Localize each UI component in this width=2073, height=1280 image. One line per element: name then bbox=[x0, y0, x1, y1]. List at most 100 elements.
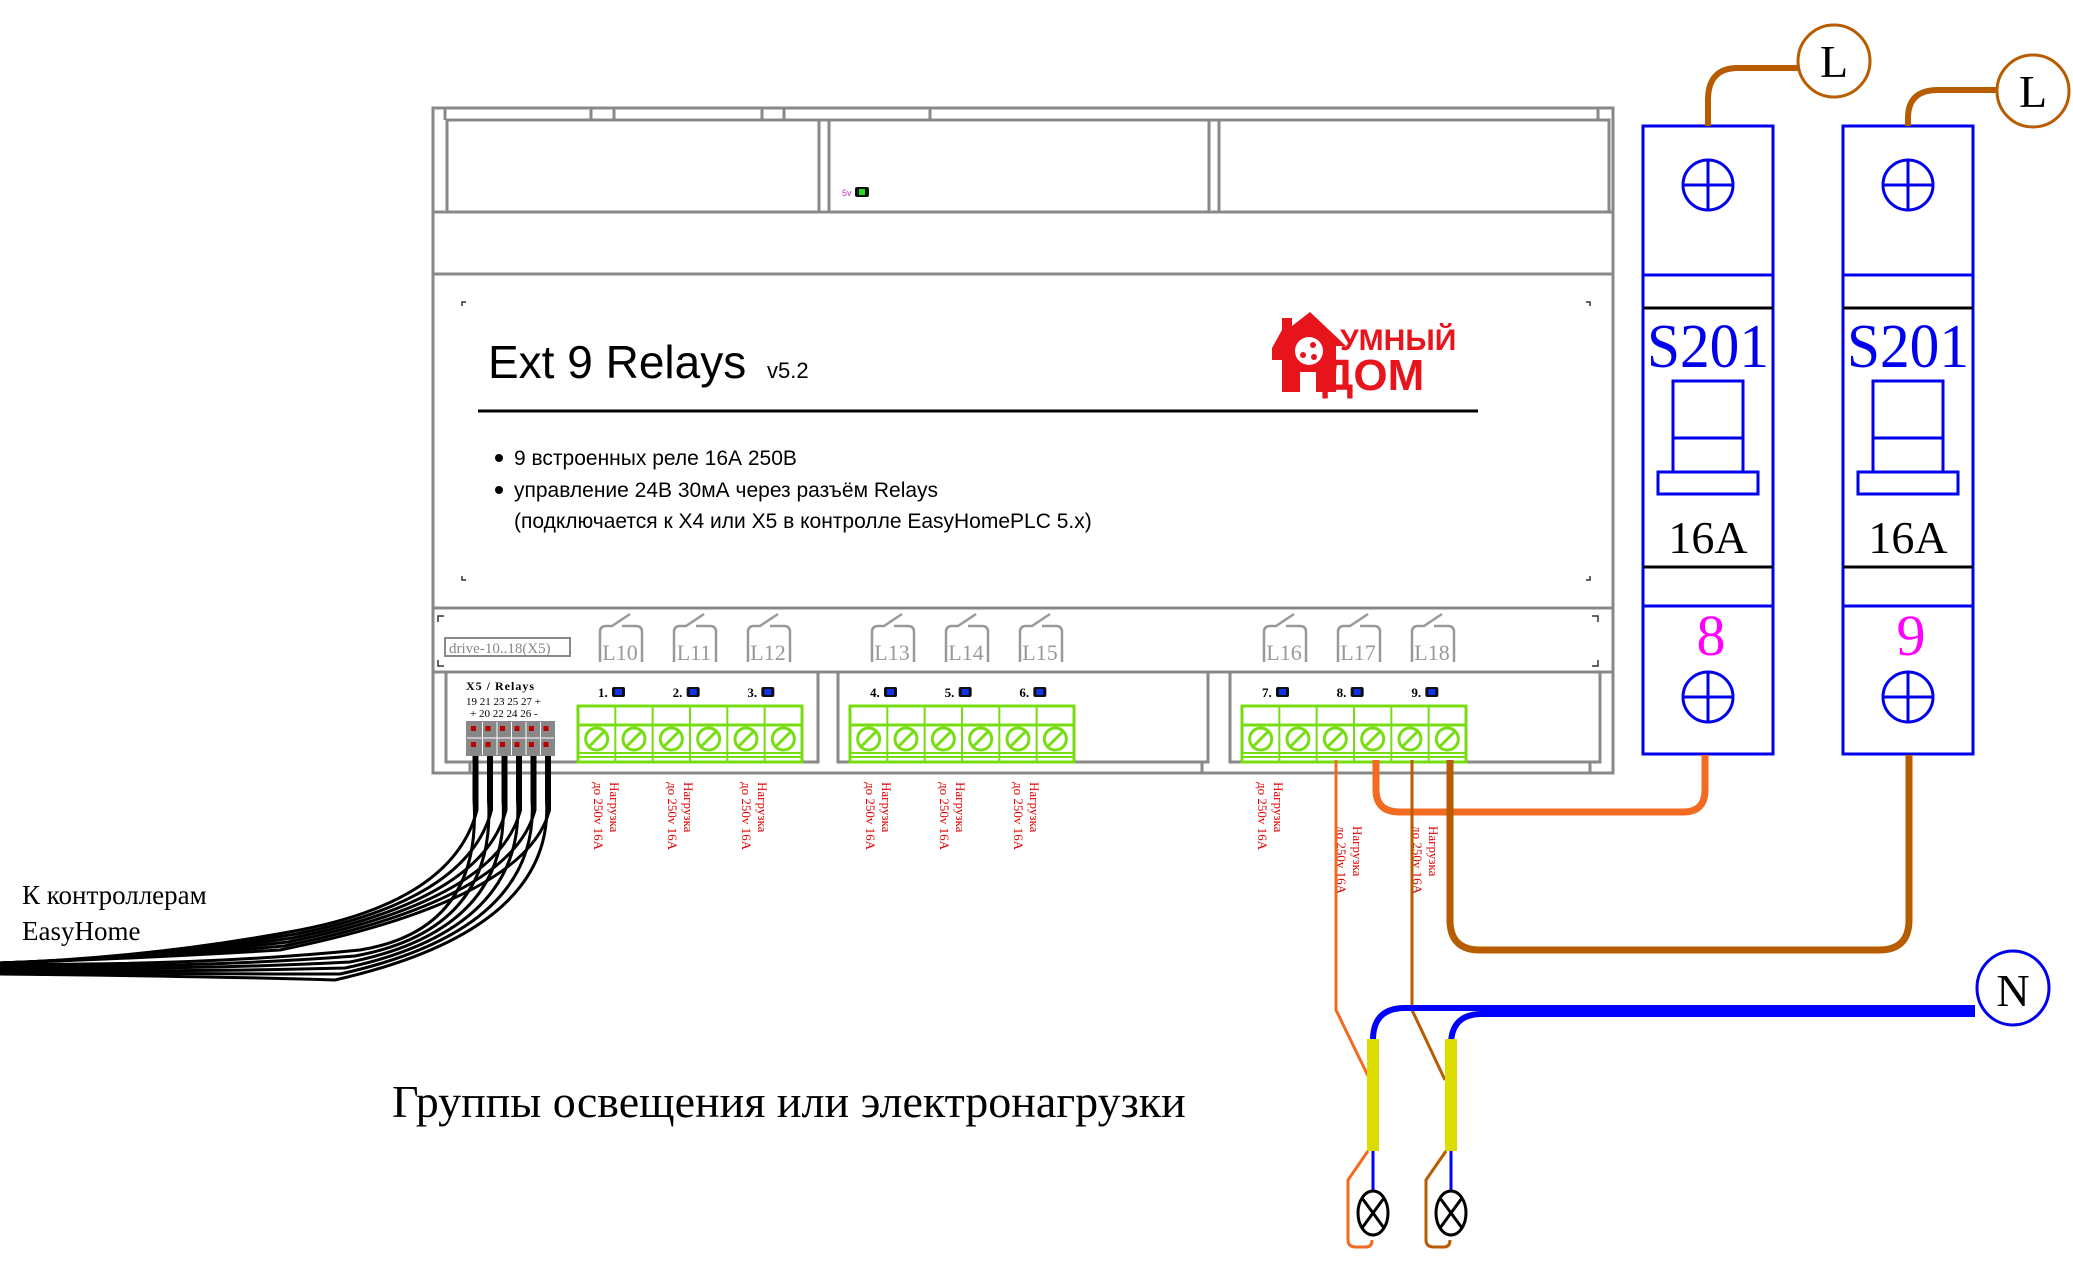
logo-line1: УМНЫЙ bbox=[1340, 323, 1456, 357]
connector-pin bbox=[543, 726, 549, 731]
svg-text:Нагрузка: Нагрузка bbox=[681, 782, 696, 833]
channel-number: 9. bbox=[1411, 685, 1421, 700]
module-outline bbox=[431, 106, 1615, 775]
feature-item: 9 встроенных реле 16А 250В bbox=[514, 447, 797, 470]
relay-line-label: L18 bbox=[1414, 640, 1449, 665]
insulation-sleeve bbox=[1367, 1039, 1379, 1151]
terminal-screw-icon[interactable] bbox=[1005, 726, 1031, 752]
terminal-screw-icon[interactable] bbox=[1285, 726, 1311, 752]
insulation-sleeve bbox=[1445, 1039, 1457, 1151]
terminal-screw-icon[interactable] bbox=[696, 726, 722, 752]
relay8-output-wire bbox=[1334, 760, 1372, 1081]
terminal-screw-icon[interactable] bbox=[1248, 726, 1274, 752]
phase-terminal-1 bbox=[1796, 23, 1872, 99]
connector-title: X5 / Relays bbox=[466, 679, 535, 693]
channel-number: 8. bbox=[1337, 685, 1347, 700]
relay-line-label: L11 bbox=[677, 640, 712, 665]
svg-text:Нагрузка: Нагрузка bbox=[1027, 782, 1042, 833]
logo-line2: ДОМ bbox=[1322, 351, 1424, 400]
power-led-label: 5v bbox=[842, 188, 852, 198]
svg-text:Нагрузка: Нагрузка bbox=[1350, 826, 1365, 877]
relay-symbol: L13 bbox=[870, 612, 916, 665]
svg-text:Нагрузка: Нагрузка bbox=[1426, 826, 1441, 877]
terminal-screw-icon[interactable] bbox=[584, 726, 610, 752]
neutral-label: N bbox=[1996, 965, 2029, 1016]
control-cable-bundle bbox=[0, 756, 551, 982]
phase-label-2: L bbox=[2019, 66, 2047, 117]
svg-text:до 250v 16A: до 250v 16A bbox=[1334, 826, 1349, 895]
channel-number: 3. bbox=[747, 685, 757, 700]
connector-pin bbox=[500, 742, 505, 747]
connector-pins-bottom: + 20 22 24 26 - bbox=[470, 708, 538, 720]
top-cover-middle bbox=[827, 118, 1211, 214]
relay-module bbox=[431, 106, 1615, 775]
breaker-toggle[interactable] bbox=[1856, 379, 1960, 496]
phase-wire-2 bbox=[1905, 87, 1998, 126]
phase-wire-1 bbox=[1705, 65, 1798, 126]
drive-label: drive-10..18(X5) bbox=[449, 641, 551, 657]
relay-line-label: L14 bbox=[948, 640, 983, 665]
breaker8-to-relay8-wire bbox=[1372, 755, 1709, 816]
terminal-screw-icon[interactable] bbox=[1397, 726, 1423, 752]
connector-pin bbox=[543, 742, 549, 747]
relay-line-label: L12 bbox=[750, 640, 785, 665]
terminal-screw-icon[interactable] bbox=[1360, 726, 1386, 752]
terminal-screw-icon[interactable] bbox=[1434, 726, 1460, 752]
relay-symbol: L15 bbox=[1018, 612, 1064, 665]
svg-text:до 250v 16A: до 250v 16A bbox=[937, 782, 952, 851]
control-wire bbox=[0, 756, 549, 982]
svg-text:Нагрузка: Нагрузка bbox=[953, 782, 968, 833]
breaker-model: S201 bbox=[1647, 313, 1769, 381]
relay-symbol: L17 bbox=[1336, 612, 1382, 665]
breaker-screw-icon bbox=[1881, 670, 1935, 724]
relay-symbol: L14 bbox=[944, 612, 990, 665]
terminal-screw-icon[interactable] bbox=[658, 726, 684, 752]
svg-text:до 250v 16A: до 250v 16A bbox=[863, 782, 878, 851]
relay-line-label: L15 bbox=[1022, 640, 1057, 665]
channel-number: 2. bbox=[673, 685, 683, 700]
terminal-screw-icon[interactable] bbox=[1042, 726, 1068, 752]
svg-text:до 250v 16A: до 250v 16A bbox=[739, 782, 754, 851]
terminal-screw-icon[interactable] bbox=[893, 726, 919, 752]
terminal-screw-icon[interactable] bbox=[621, 726, 647, 752]
connector-pin bbox=[529, 726, 534, 731]
channel-number: 1. bbox=[598, 685, 608, 700]
connector-pin bbox=[471, 726, 476, 731]
relay-symbol: L16 bbox=[1262, 612, 1308, 665]
terminal-screw-icon[interactable] bbox=[1322, 726, 1348, 752]
breaker-rating: 16A bbox=[1868, 512, 1947, 563]
svg-text:Нагрузка: Нагрузка bbox=[755, 782, 770, 833]
terminal-screw-icon[interactable] bbox=[856, 726, 882, 752]
feature-list: 9 встроенных реле 16А 250В управление 24… bbox=[495, 447, 1092, 533]
terminal-screw-icon[interactable] bbox=[930, 726, 956, 752]
control-wire bbox=[0, 756, 534, 976]
channel-number: 6. bbox=[1019, 685, 1029, 700]
controllers-label-line1: К контроллерам bbox=[22, 880, 207, 910]
connector-pin bbox=[471, 742, 476, 747]
terminal-screw-icon[interactable] bbox=[770, 726, 796, 752]
terminal-screw-icon[interactable] bbox=[733, 726, 759, 752]
terminal-block bbox=[848, 704, 1076, 764]
terminal-block bbox=[576, 704, 804, 764]
channel-number: 5. bbox=[945, 685, 955, 700]
breaker-model: S201 bbox=[1847, 313, 1969, 381]
breaker-toggle[interactable] bbox=[1656, 379, 1760, 496]
breaker9-to-relay9-wire bbox=[1446, 755, 1913, 954]
control-wire bbox=[0, 756, 551, 965]
neutral-terminal bbox=[1975, 949, 2051, 1027]
terminal-screw-icon[interactable] bbox=[968, 726, 994, 752]
neutral-wire-2 bbox=[1448, 1011, 1975, 1088]
connector-pin bbox=[514, 742, 520, 747]
